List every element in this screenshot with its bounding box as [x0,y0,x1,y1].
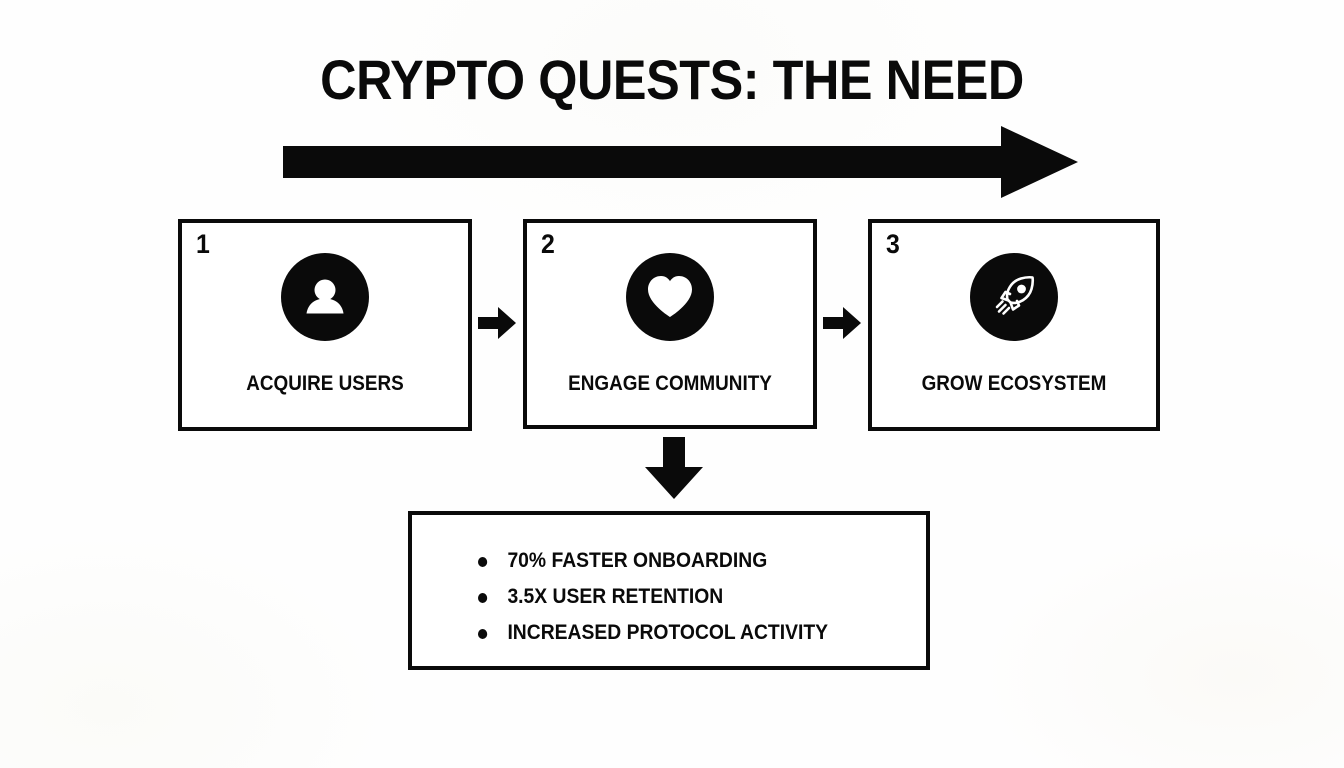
heart-icon [626,253,714,341]
bullet-dot-icon [478,557,488,567]
step-number: 2 [541,229,555,259]
step-card-acquire-users[interactable]: 1 ACQUIRE USERS [178,219,472,431]
step-card-engage-community[interactable]: 2 ENGAGE COMMUNITY [523,219,817,429]
step-card-grow-ecosystem[interactable]: 3 GROW ECOSYSTEM [868,219,1160,431]
step-number: 1 [196,229,210,259]
arrow-step2-to-step3-icon [823,307,861,339]
bullet-dot-icon [478,629,488,639]
step-label: ACQUIRE USERS [246,372,404,395]
arrow-step1-to-step2-icon [478,307,516,339]
results-card: 70% FASTER ONBOARDING 3.5X USER RETENTIO… [408,511,930,670]
step-icon-container [182,253,468,341]
list-item-label: INCREASED PROTOCOL ACTIVITY [507,621,829,644]
step-icon-container [872,253,1156,341]
step-label: ENGAGE COMMUNITY [568,372,772,395]
step-label: GROW ECOSYSTEM [921,372,1107,395]
arrow-step2-to-results-icon [645,437,703,499]
step-icon-container [527,253,813,341]
step-number: 3 [886,229,900,259]
rocket-icon [970,253,1058,341]
progress-arrow-icon [283,126,1078,198]
list-item-label: 70% FASTER ONBOARDING [507,549,768,572]
page-title: CRYPTO QUESTS: THE NEED [320,48,1024,111]
list-item: 3.5X USER RETENTION [478,579,828,615]
list-item: 70% FASTER ONBOARDING [478,543,828,579]
list-item: INCREASED PROTOCOL ACTIVITY [478,615,828,651]
list-item-label: 3.5X USER RETENTION [507,585,724,608]
results-bullet-list: 70% FASTER ONBOARDING 3.5X USER RETENTIO… [478,543,858,651]
bullet-dot-icon [478,593,488,603]
user-icon [281,253,369,341]
